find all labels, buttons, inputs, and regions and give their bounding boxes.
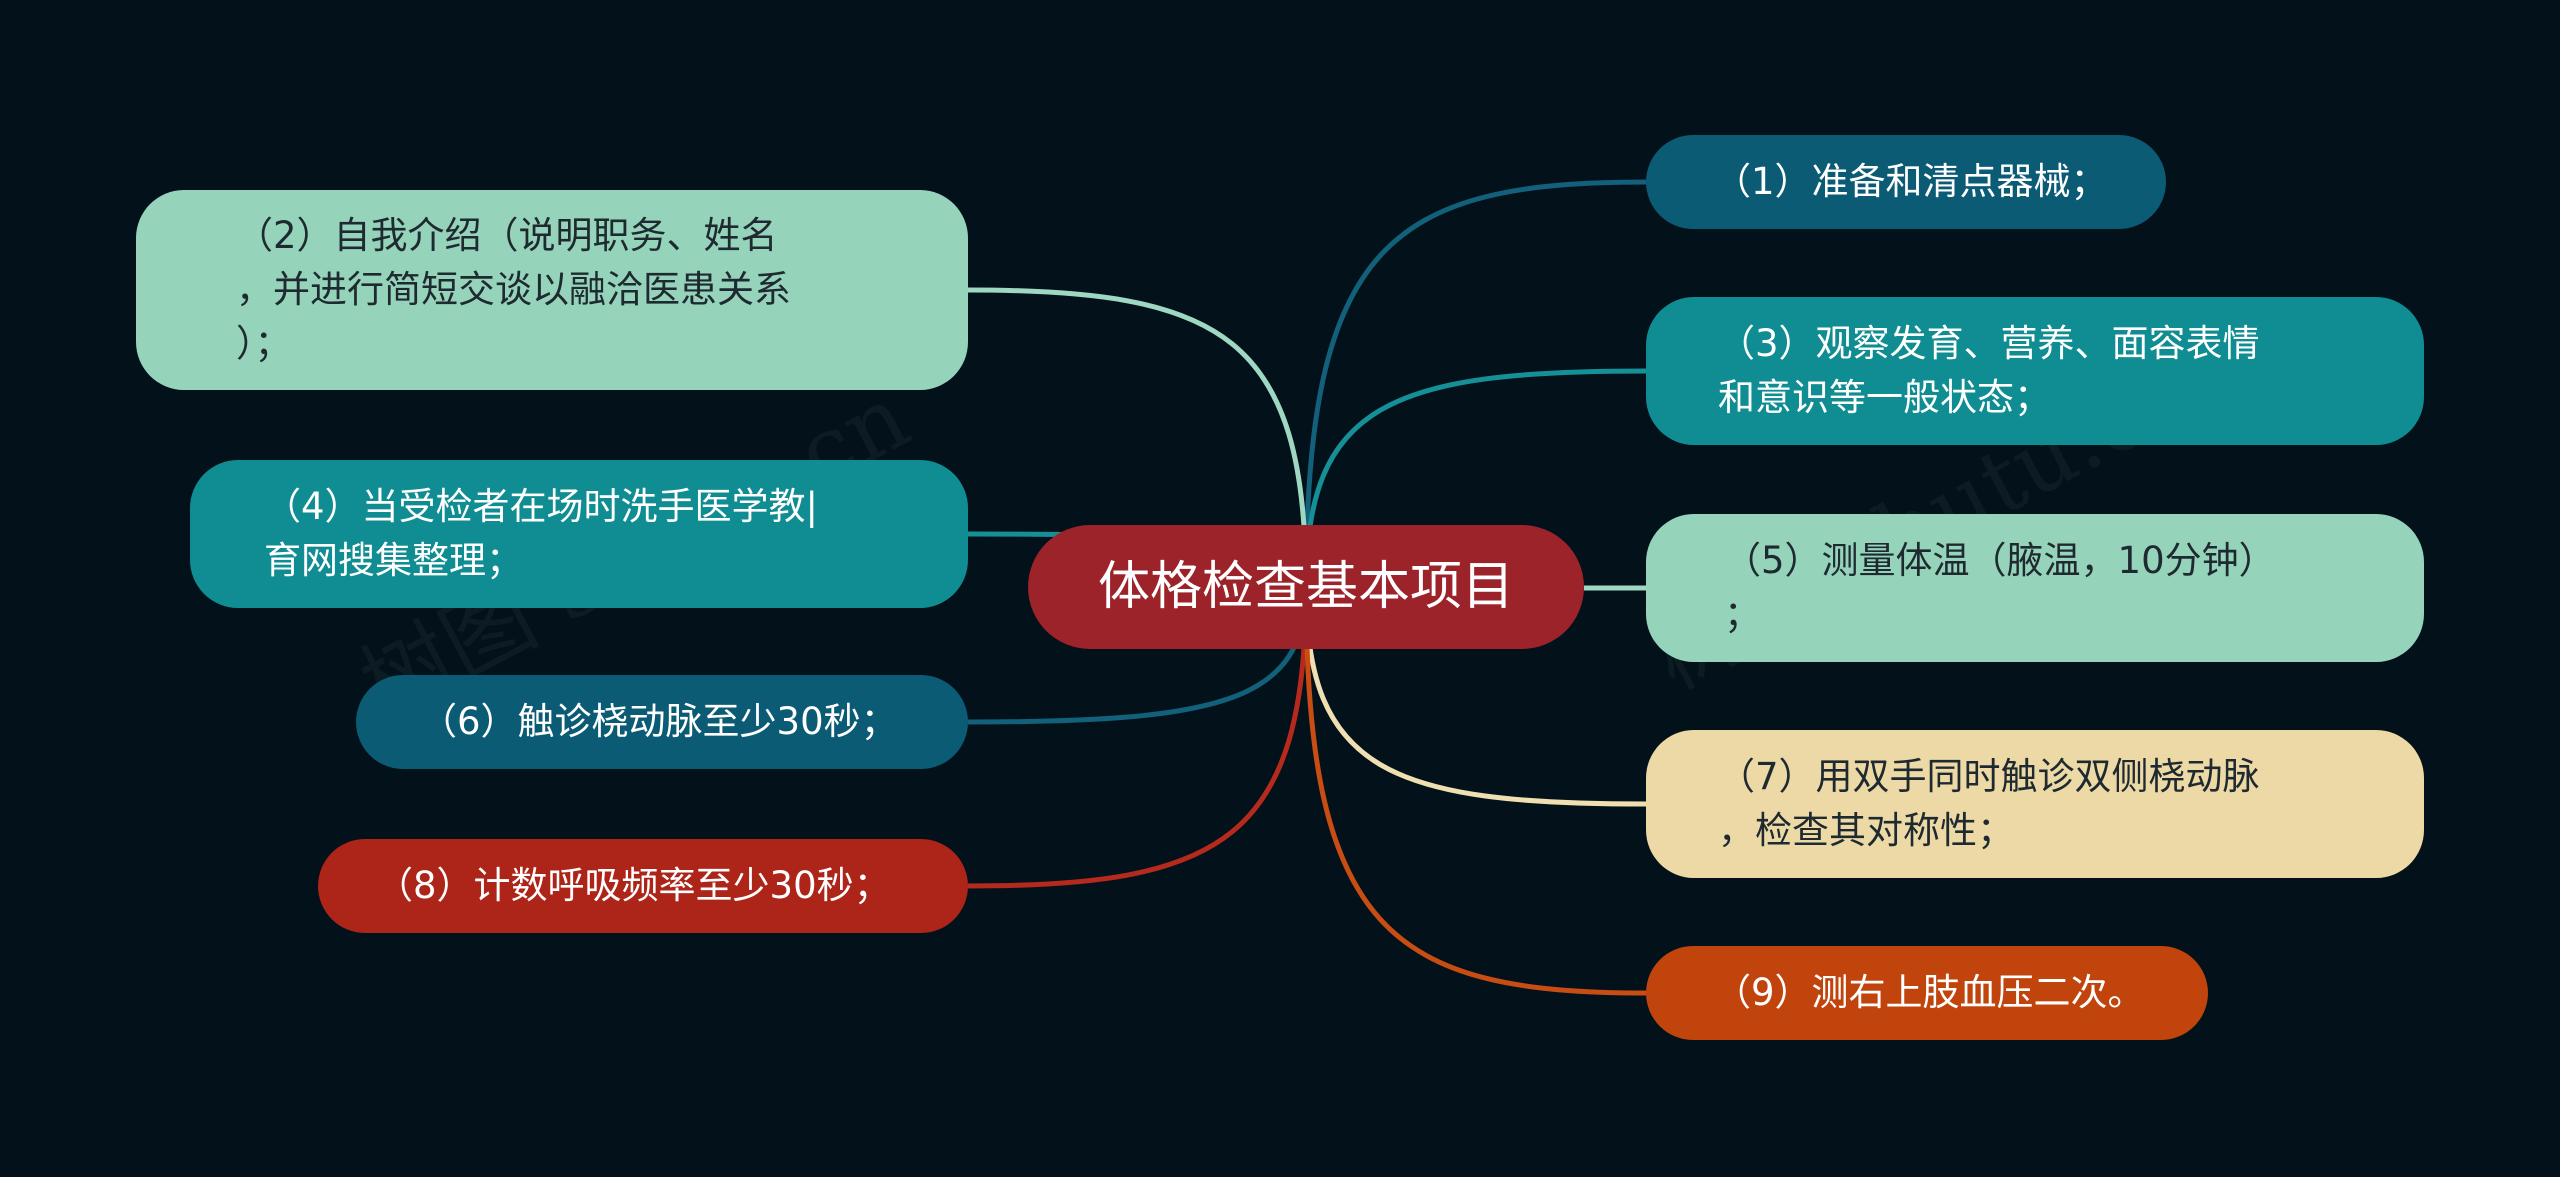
connector-2: [967, 287, 1309, 588]
connector-8: [967, 586, 1309, 889]
topic-9-measure-blood-pressure[interactable]: （9）测右上肢血压二次。: [1646, 946, 2208, 1040]
topic-4-label: （4）当受检者在场时洗手医学教| 育网搜集整理；: [264, 485, 819, 582]
topic-9-label: （9）测右上肢血压二次。: [1714, 971, 2145, 1014]
topic-7-bilateral-palpation[interactable]: （7）用双手同时触诊双侧桡动脉 ，检查其对称性；: [1646, 730, 2424, 878]
topic-8-label: （8）计数呼吸频率至少30秒；: [376, 864, 891, 907]
connector-3: [1303, 368, 1647, 588]
topic-7-label: （7）用双手同时触诊双侧桡动脉 ，检查其对称性；: [1718, 755, 2260, 852]
topic-1-label: （1）准备和清点器械；: [1714, 160, 2108, 203]
topic-6-label: （6）触诊桡动脉至少30秒；: [420, 700, 898, 743]
topic-3-label: （3）观察发育、营养、面容表情 和意识等一般状态；: [1718, 322, 2260, 419]
topic-3-observe-general-state[interactable]: （3）观察发育、营养、面容表情 和意识等一般状态；: [1646, 297, 2424, 445]
topic-6-palpate-radial-artery[interactable]: （6）触诊桡动脉至少30秒；: [356, 675, 968, 769]
connector-9: [1303, 586, 1647, 996]
topic-8-count-respiration[interactable]: （8）计数呼吸频率至少30秒；: [318, 839, 968, 933]
topic-5-label: （5）测量体温（腋温，10分钟） ；: [1724, 539, 2276, 636]
topic-2-label: （2）自我介绍（说明职务、姓名 ，并进行简短交谈以融洽医患关系 ）；: [236, 214, 791, 365]
topic-5-measure-temperature[interactable]: （5）测量体温（腋温，10分钟） ；: [1646, 514, 2424, 662]
topic-2-self-introduction[interactable]: （2）自我介绍（说明职务、姓名 ，并进行简短交谈以融洽医患关系 ）；: [136, 190, 968, 390]
topic-1-prepare-instruments[interactable]: （1）准备和清点器械；: [1646, 135, 2166, 229]
root-topic[interactable]: 体格检查基本项目: [1028, 525, 1584, 649]
connector-7: [1303, 586, 1647, 807]
topic-4-wash-hands[interactable]: （4）当受检者在场时洗手医学教| 育网搜集整理；: [190, 460, 968, 608]
connector-1: [1303, 179, 1647, 588]
root-topic-label: 体格检查基本项目: [1097, 557, 1514, 617]
